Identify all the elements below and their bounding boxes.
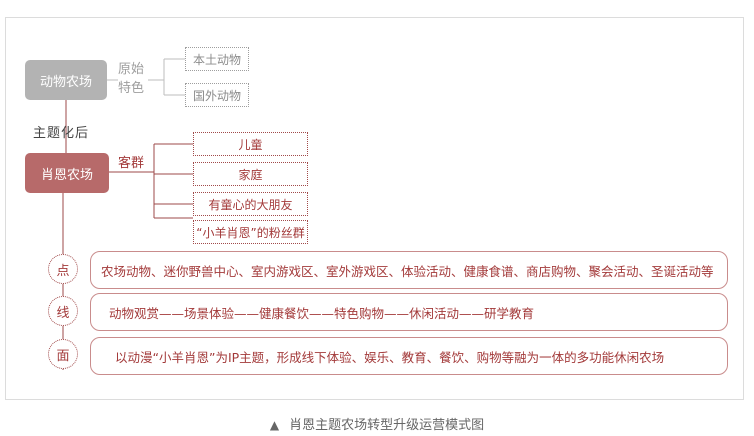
triangle-icon: ▲ [269, 418, 280, 432]
figure-caption: ▲ 肖恩主题农场转型升级运营模式图 [0, 414, 754, 433]
target-branch-label: 客群 [118, 156, 145, 171]
level-text: 动物观赏——场景体验——健康餐饮——特色购物——休闲活动——研学教育 [109, 305, 535, 321]
caption-text: 肖恩主题农场转型升级运营模式图 [289, 418, 485, 433]
diagram-frame [5, 17, 744, 400]
target-item-box: 儿童 [193, 132, 308, 156]
target-node-label: 肖恩农场 [40, 167, 93, 183]
target-item-box: 家庭 [193, 162, 308, 186]
level-bar-line: 动物观赏——场景体验——健康餐饮——特色购物——休闲活动——研学教育 [90, 293, 728, 331]
source-item-label: 本土动物 [192, 52, 241, 67]
level-marker-label: 点 [56, 263, 70, 279]
target-node: 肖恩农场 [25, 153, 109, 193]
target-item-label: “小羊肖恩”的粉丝群 [196, 225, 305, 240]
level-marker-line: 线 [48, 296, 78, 326]
level-marker-label: 面 [56, 348, 70, 364]
target-item-label: 家庭 [238, 167, 263, 182]
level-marker-point: 点 [48, 254, 78, 284]
source-item-label: 国外动物 [192, 88, 241, 103]
transition-label: 主题化后 [33, 126, 90, 141]
target-item-box: 有童心的大朋友 [193, 192, 308, 216]
level-text: 以动漫“小羊肖恩”为IP主题，形成线下体验、娱乐、教育、餐饮、购物等融为一体的多… [115, 349, 665, 365]
source-node: 动物农场 [25, 60, 107, 100]
source-item-box: 本土动物 [185, 47, 249, 71]
level-marker-surface: 面 [48, 339, 78, 369]
level-bar-surface: 以动漫“小羊肖恩”为IP主题，形成线下体验、娱乐、教育、餐饮、购物等融为一体的多… [90, 337, 728, 375]
level-marker-label: 线 [56, 305, 70, 321]
source-node-label: 动物农场 [39, 74, 92, 90]
target-item-label: 儿童 [238, 137, 263, 152]
source-branch-label: 原始特色 [118, 62, 145, 96]
target-item-box: “小羊肖恩”的粉丝群 [193, 220, 308, 244]
level-text: 农场动物、迷你野兽中心、室内游戏区、室外游戏区、体验活动、健康食谱、商店购物、聚… [101, 263, 714, 279]
source-item-box: 国外动物 [185, 83, 249, 107]
target-item-label: 有童心的大朋友 [208, 197, 293, 212]
level-bar-point: 农场动物、迷你野兽中心、室内游戏区、室外游戏区、体验活动、健康食谱、商店购物、聚… [90, 251, 728, 289]
